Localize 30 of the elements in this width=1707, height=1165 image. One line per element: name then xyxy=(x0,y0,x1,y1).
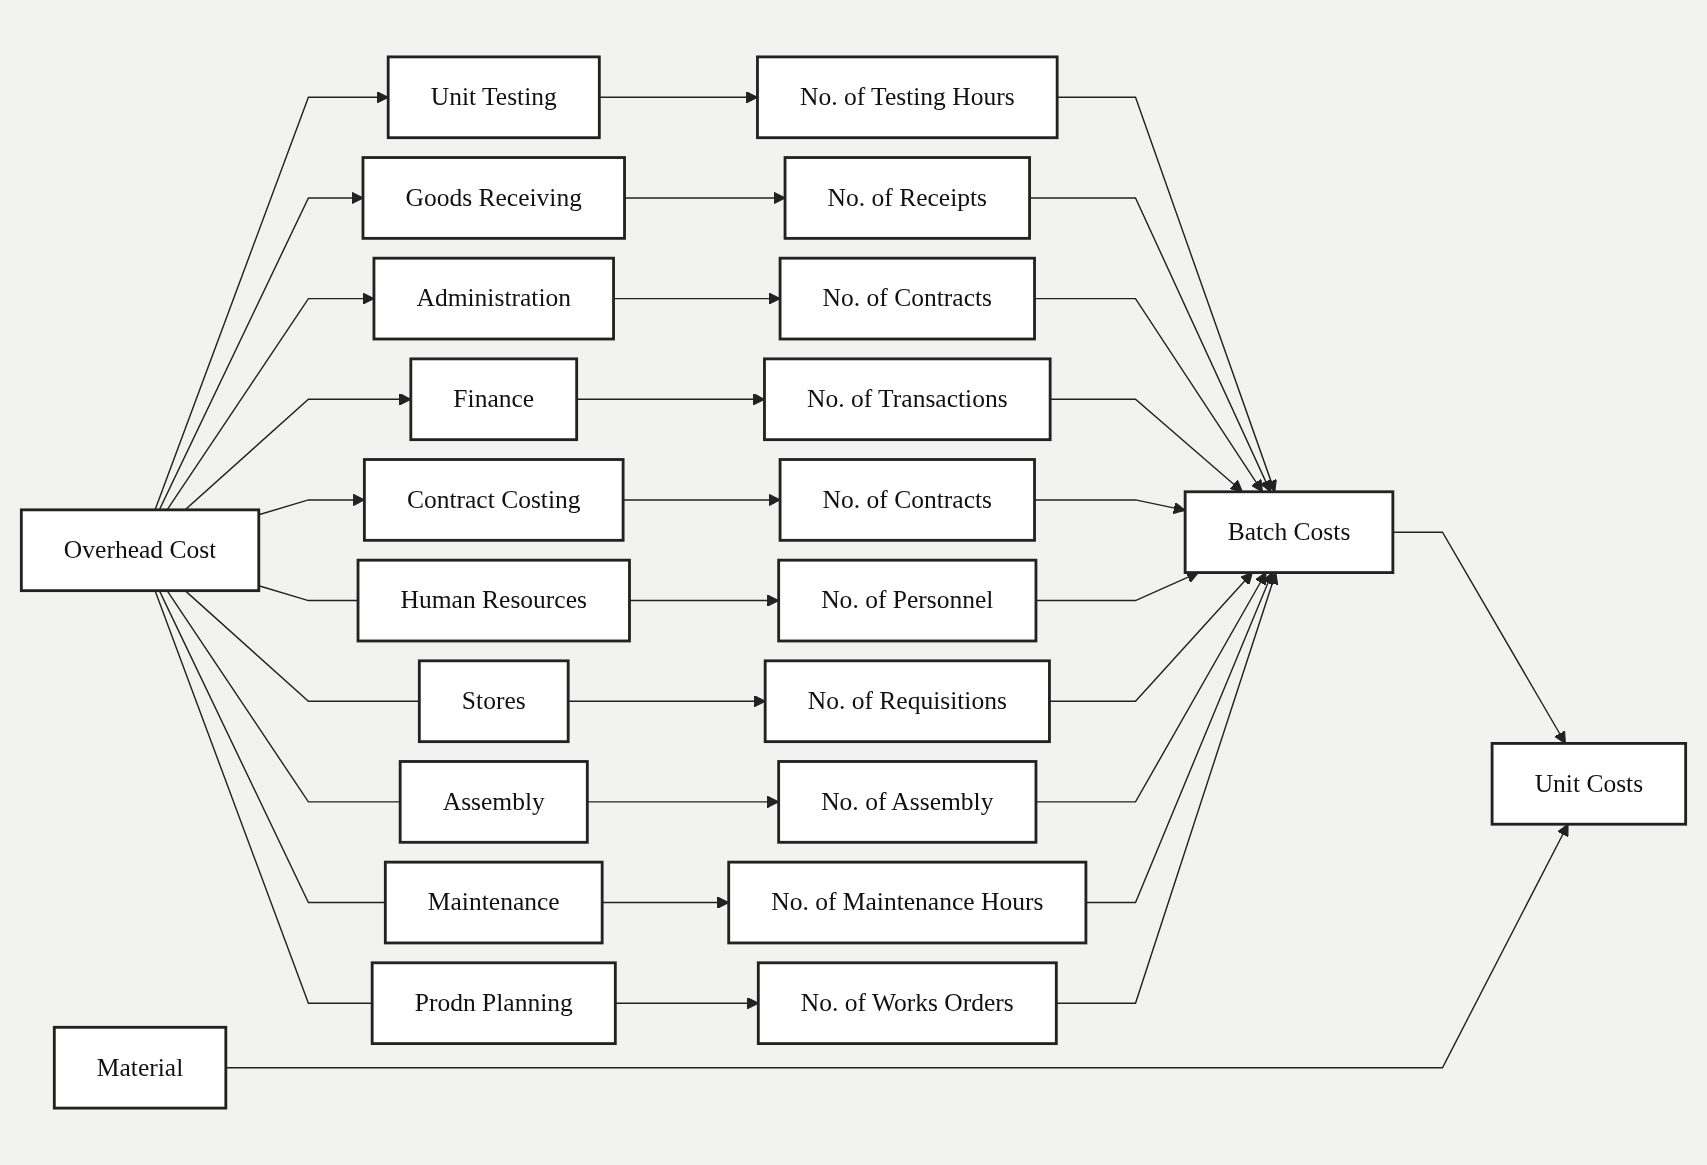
arrow xyxy=(1392,531,1566,744)
node-box: Administration xyxy=(372,256,615,341)
node-box: No. of Requisitions xyxy=(763,659,1051,744)
node-box: No. of Maintenance Hours xyxy=(727,860,1088,945)
node-box: No. of Personnel xyxy=(777,558,1038,643)
node-box: Goods Receiving xyxy=(361,156,626,240)
node-box: Unit Testing xyxy=(386,55,601,140)
node-box: No. of Transactions xyxy=(763,357,1052,442)
node-box: Finance xyxy=(409,357,579,442)
node-box: Stores xyxy=(417,659,570,744)
node-box: Maintenance xyxy=(383,860,604,945)
node-box: No. of Testing Hours xyxy=(756,55,1059,140)
node-box: No. of Receipts xyxy=(783,156,1031,240)
node-box: Material xyxy=(52,1025,228,1110)
node-box: No. of Assembly xyxy=(777,760,1038,844)
node-box: Overhead Cost xyxy=(19,508,261,593)
node-box: Unit Costs xyxy=(1490,742,1688,826)
connector xyxy=(258,585,359,602)
node-box: No. of Works Orders xyxy=(756,961,1058,1046)
node-box: Human Resources xyxy=(356,558,631,643)
node-box: No. of Contracts xyxy=(778,256,1036,341)
node-box: Prodn Planning xyxy=(370,961,617,1046)
node-box: Assembly xyxy=(398,760,589,844)
node-box: No. of Contracts xyxy=(778,458,1036,542)
arrow xyxy=(1035,572,1267,803)
arrow xyxy=(1035,571,1199,602)
arrow xyxy=(1085,572,1274,904)
node-box: Contract Costing xyxy=(362,458,625,542)
node-box: Batch Costs xyxy=(1183,490,1395,574)
arrow xyxy=(258,493,365,516)
